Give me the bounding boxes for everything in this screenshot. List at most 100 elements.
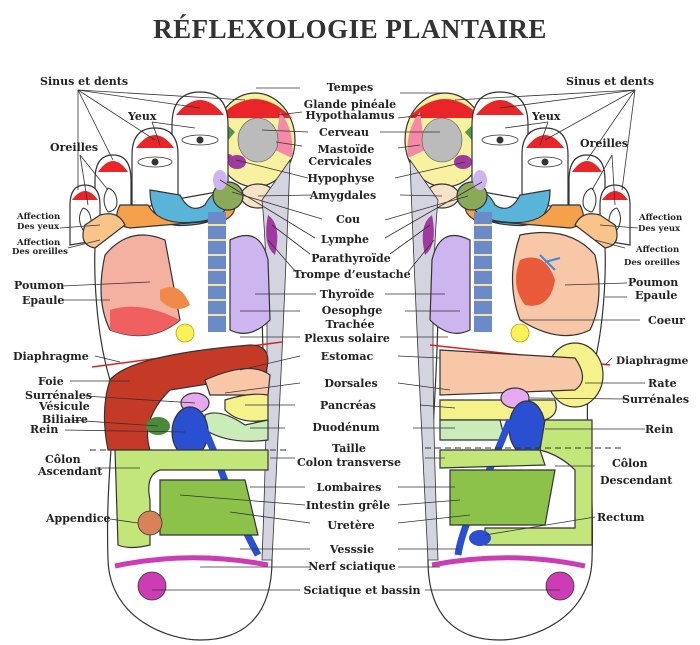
right-lymph — [473, 170, 487, 190]
right-colon-band — [439, 449, 546, 469]
label-mastoide: Mastoïde — [318, 143, 375, 156]
left-heart-small — [160, 287, 190, 309]
label-nerf-sciatique: Nerf sciatique — [308, 560, 396, 573]
left-appendix — [137, 510, 163, 536]
label-pancreas: Pancréas — [320, 399, 376, 412]
label-duodenum: Duodénum — [312, 421, 380, 434]
label-tempes: Tempes — [327, 81, 373, 94]
left-toe-4-tip — [98, 161, 128, 172]
right-colon — [484, 419, 593, 546]
right-foot — [404, 91, 631, 641]
right-label-affection-oreilles-1: Affection — [635, 245, 679, 255]
right-label-yeux: Yeux — [531, 110, 561, 123]
right-rectum — [469, 530, 491, 546]
left-label-affection-yeux-2: Des yeux — [17, 222, 60, 232]
right-pelvis-point — [545, 571, 575, 601]
left-trachea — [208, 212, 226, 332]
right-thyroid — [429, 235, 471, 334]
left-label-oreilles: Oreilles — [50, 141, 98, 154]
right-heart-point — [510, 323, 530, 343]
right-toe-2-tip — [476, 100, 524, 115]
left-label-yeux: Yeux — [127, 110, 157, 123]
label-cervicales: Cervicales — [308, 155, 371, 168]
left-foot — [69, 91, 296, 641]
label-thyroide: Thyroïde — [320, 288, 375, 301]
right-toe-3 — [521, 127, 569, 211]
left-small-intestine — [159, 479, 259, 536]
right-toe-5-tip — [602, 191, 628, 200]
label-plexus-solaire: Plexus solaire — [304, 332, 390, 345]
left-eye-1 — [181, 134, 219, 146]
left-label-diaphragme: Diaphragme — [13, 350, 89, 363]
label-cerveau: Cerveau — [319, 126, 369, 139]
right-toe-2 — [471, 91, 529, 201]
left-colon — [114, 449, 269, 549]
label-estomac: Estomac — [321, 350, 374, 363]
right-purple-zone — [454, 155, 472, 169]
left-ear-1 — [103, 187, 118, 213]
label-glande-pineale: Glande pinéale — [304, 98, 396, 111]
right-spine — [409, 158, 439, 561]
right-label-affection-yeux-1: Affection — [638, 213, 682, 223]
label-trachee: Trachée — [325, 318, 374, 331]
right-trachea — [474, 212, 492, 332]
diagram-title: RÉFLEXOLOGIE PLANTAIRE — [153, 14, 547, 44]
left-heart-point — [175, 323, 195, 343]
left-light-orange — [82, 213, 126, 249]
left-stomach — [204, 367, 271, 396]
left-label-surrenales: Surrénales — [25, 389, 92, 402]
left-toe-3 — [131, 127, 179, 211]
right-label-rein: Rein — [645, 423, 673, 436]
right-toe-3-tip — [526, 135, 564, 148]
right-label-poumon: Poumon — [628, 276, 678, 289]
left-label-sinus: Sinus et dents — [40, 75, 128, 88]
leader-lines — [59, 87, 645, 591]
left-toe-2 — [171, 91, 229, 201]
left-pelvis-point — [137, 571, 167, 601]
left-toe-3-tip — [136, 135, 174, 148]
left-purple-zone — [228, 155, 246, 169]
left-label-epaule: Epaule — [22, 294, 64, 307]
left-toe-2-tip — [176, 100, 224, 115]
left-label-vesicule: Vésicule — [38, 400, 90, 413]
right-label-coeur: Coeur — [648, 314, 685, 327]
right-label-rectum: Rectum — [597, 511, 645, 524]
right-small-intestine — [449, 469, 556, 526]
right-parathyroid — [422, 215, 434, 255]
left-toe-5-tip — [72, 191, 98, 200]
label-taille: Taille — [332, 442, 366, 455]
right-label-affection-yeux-2: Des yeux — [638, 224, 681, 234]
label-sciatique-bassin: Sciatique et bassin — [303, 584, 420, 597]
left-big-toe-tip — [218, 99, 292, 118]
right-eye-2 — [527, 156, 563, 168]
left-sciatic-nerve — [114, 555, 269, 569]
left-brain — [237, 117, 279, 163]
left-label-colon-1: Côlon — [45, 453, 81, 466]
right-duodenum — [439, 419, 506, 441]
label-hypophyse: Hypophyse — [307, 172, 374, 185]
left-label-affection-oreilles-1: Affection — [16, 238, 60, 248]
right-kidney — [508, 400, 546, 456]
label-oesophage: Oesophge — [322, 304, 383, 317]
label-intestin-grele: Intestin grêle — [306, 499, 390, 512]
left-label-appendice: Appendice — [45, 512, 110, 525]
left-label-affection-yeux-1: Affection — [16, 212, 60, 222]
label-cou: Cou — [336, 213, 360, 226]
label-trompe-eustache: Trompe d’eustache — [293, 268, 410, 281]
right-light-orange — [574, 213, 618, 249]
right-label-colon-2: Descendant — [600, 474, 673, 487]
left-label-colon-2: Ascendant — [37, 465, 103, 478]
center-labels: Tempes Glande pinéale Hypothalamus Cerve… — [293, 81, 420, 597]
right-label-oreilles: Oreilles — [580, 137, 628, 150]
left-pink-zone — [275, 112, 293, 158]
label-lymphe: Lymphe — [321, 233, 369, 246]
left-label-biliaire: Biliaire — [42, 413, 88, 426]
label-colon-transverse: Colon transverse — [297, 456, 401, 469]
right-label-diaphragme: Diaphragme — [616, 355, 689, 367]
right-sciatic-nerve — [431, 555, 586, 569]
label-amygdales: Amygdales — [309, 189, 376, 202]
right-toe-4-tip — [572, 161, 602, 172]
right-big-toe-tip — [408, 99, 482, 118]
left-thyroid — [229, 235, 271, 334]
left-eye-2 — [137, 156, 173, 168]
